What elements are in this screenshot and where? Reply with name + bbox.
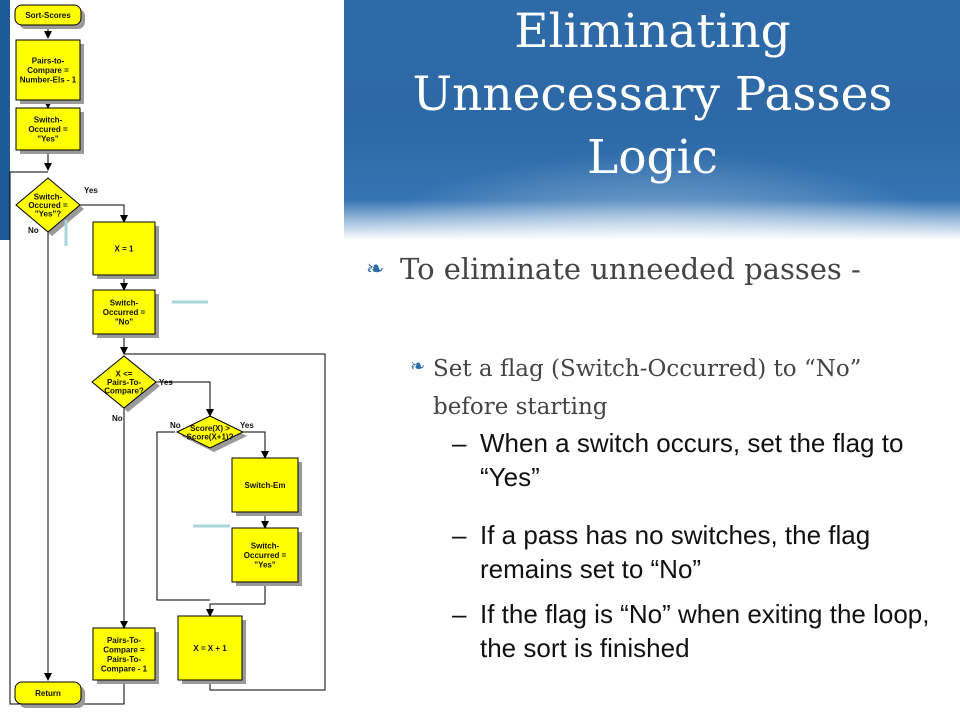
box-switch-em: Switch-Em bbox=[231, 457, 302, 516]
terminal-box bbox=[14, 681, 82, 705]
diamond-score-compare: Score(X) >Score(X+1)? bbox=[175, 415, 247, 452]
box-pairs-decrement-text: Pairs-To- bbox=[107, 655, 141, 664]
bullet-1: To eliminate unneeded passes - bbox=[400, 252, 861, 286]
box-switch-occurred-yes-text: Switch- bbox=[251, 542, 280, 551]
label-yes: Yes bbox=[84, 186, 98, 195]
label-no: No bbox=[170, 421, 181, 430]
pointer-arrows bbox=[64, 220, 230, 528]
sub-bullet-text: When a switch occurs, set the flag to “Y… bbox=[480, 428, 904, 492]
process-box bbox=[231, 527, 299, 583]
box-pairs-init-text: Number-Els - 1 bbox=[20, 76, 77, 85]
left-edge-strip bbox=[0, 0, 10, 240]
box-pairs-init-text: Pairs-to- bbox=[32, 57, 65, 66]
slide-title: Eliminating Unnecessary Passes Logic bbox=[345, 0, 960, 189]
connector bbox=[124, 353, 326, 691]
box-pairs-decrement-text: Pairs-To- bbox=[107, 636, 141, 645]
dash-marker: – bbox=[452, 428, 467, 458]
box-switch-occurred-yes-text: "Yes" bbox=[254, 561, 276, 570]
process-box bbox=[92, 627, 156, 681]
connector bbox=[243, 431, 269, 459]
title-line-1: Eliminating bbox=[514, 4, 791, 59]
box-pairs-decrement: Pairs-To-Compare =Pairs-To-Compare - 1 bbox=[92, 627, 159, 684]
box-pairs-decrement-text: Compare = bbox=[103, 645, 145, 654]
dash-marker: – bbox=[452, 520, 467, 550]
diamond-switch-occurred-text: Occured = bbox=[28, 201, 68, 210]
connector bbox=[156, 431, 210, 601]
box-switch-yes-text: Occured = bbox=[28, 125, 68, 134]
process-box bbox=[15, 107, 81, 151]
box-switch-no-text: Occurred = bbox=[103, 308, 146, 317]
box-x-equals-1-text: X = 1 bbox=[115, 245, 134, 254]
title-band-fade bbox=[340, 200, 960, 240]
return-terminal: Return bbox=[14, 681, 85, 708]
diamond-x-le-pairs: X <=Pairs-To-Compare? bbox=[91, 355, 160, 412]
process-box bbox=[231, 457, 299, 513]
process-box bbox=[177, 615, 243, 681]
connector bbox=[156, 381, 214, 417]
connector bbox=[206, 582, 266, 617]
connector bbox=[80, 204, 128, 223]
process-box bbox=[92, 289, 156, 335]
bullet-2: Set a flag (Switch-Occurred) to “No” bef… bbox=[433, 356, 862, 420]
sub-bullet-3: – If the flag is “No” when exiting the l… bbox=[452, 597, 952, 665]
process-box bbox=[92, 221, 156, 276]
box-switch-yes-text: Switch- bbox=[34, 116, 63, 125]
label-yes: Yes bbox=[240, 421, 254, 430]
box-pairs-decrement-text: Compare - 1 bbox=[101, 664, 148, 673]
return-terminal-text: Return bbox=[35, 689, 61, 698]
diamond-x-le-pairs-text: Compare? bbox=[104, 387, 144, 396]
label-no: No bbox=[28, 226, 39, 235]
box-pairs-init: Pairs-to-Compare =Number-Els - 1 bbox=[15, 39, 84, 104]
dash-marker: – bbox=[452, 599, 467, 629]
box-switch-yes: Switch-Occured ="Yes" bbox=[15, 107, 84, 154]
sub-bullet-2: – If a pass has no switches, the flag re… bbox=[452, 518, 952, 586]
box-switch-no-text: Switch- bbox=[110, 299, 139, 308]
terminal-box bbox=[14, 4, 82, 26]
flourish-bullet-icon: ❧ bbox=[366, 256, 385, 281]
sub-bullet-1: – When a switch occurs, set the flag to … bbox=[452, 426, 952, 494]
diamond-score-compare-text: Score(X+1)? bbox=[187, 432, 234, 441]
decision-diamond bbox=[15, 177, 81, 233]
box-switch-occurred-yes: Switch-Occurred ="Yes" bbox=[231, 527, 302, 586]
box-switch-em-text: Switch-Em bbox=[245, 481, 286, 490]
start-terminal: Sort-Scores bbox=[14, 4, 85, 29]
label-no: No bbox=[112, 414, 123, 423]
box-switch-no: Switch-Occurred ="No" bbox=[92, 289, 159, 338]
box-x-increment: X = X + 1 bbox=[177, 615, 246, 684]
box-switch-no-text: "No" bbox=[115, 318, 133, 327]
connector bbox=[9, 171, 125, 705]
label-yes: Yes bbox=[159, 378, 173, 387]
sub-bullet-text: If a pass has no switches, the flag rema… bbox=[480, 520, 871, 584]
diamond-switch-occurred-text: "Yes"? bbox=[35, 210, 61, 219]
box-pairs-init-text: Compare = bbox=[27, 66, 69, 75]
decision-diamond bbox=[91, 355, 157, 409]
box-x-equals-1: X = 1 bbox=[92, 221, 159, 279]
title-line-3: Logic bbox=[587, 130, 718, 185]
flowchart-connectors bbox=[9, 24, 326, 705]
box-switch-occurred-yes-text: Occurred = bbox=[244, 551, 287, 560]
decision-diamond bbox=[175, 415, 245, 449]
box-x-increment-text: X = X + 1 bbox=[193, 644, 227, 653]
diamond-x-le-pairs-text: Pairs-To- bbox=[107, 378, 141, 387]
diamond-score-compare-text: Score(X) > bbox=[190, 424, 230, 433]
box-switch-yes-text: "Yes" bbox=[37, 135, 59, 144]
process-box bbox=[15, 39, 81, 101]
diamond-x-le-pairs-text: X <= bbox=[116, 370, 133, 379]
sub-bullet-text: If the flag is “No” when exiting the loo… bbox=[480, 599, 930, 663]
diamond-switch-occurred-text: Switch- bbox=[34, 193, 63, 202]
diamond-switch-occurred: Switch-Occured ="Yes"? bbox=[15, 177, 84, 236]
start-terminal-text: Sort-Scores bbox=[25, 11, 71, 20]
title-line-2: Unnecessary Passes bbox=[412, 67, 893, 122]
flourish-bullet-icon: ❧ bbox=[410, 356, 426, 376]
